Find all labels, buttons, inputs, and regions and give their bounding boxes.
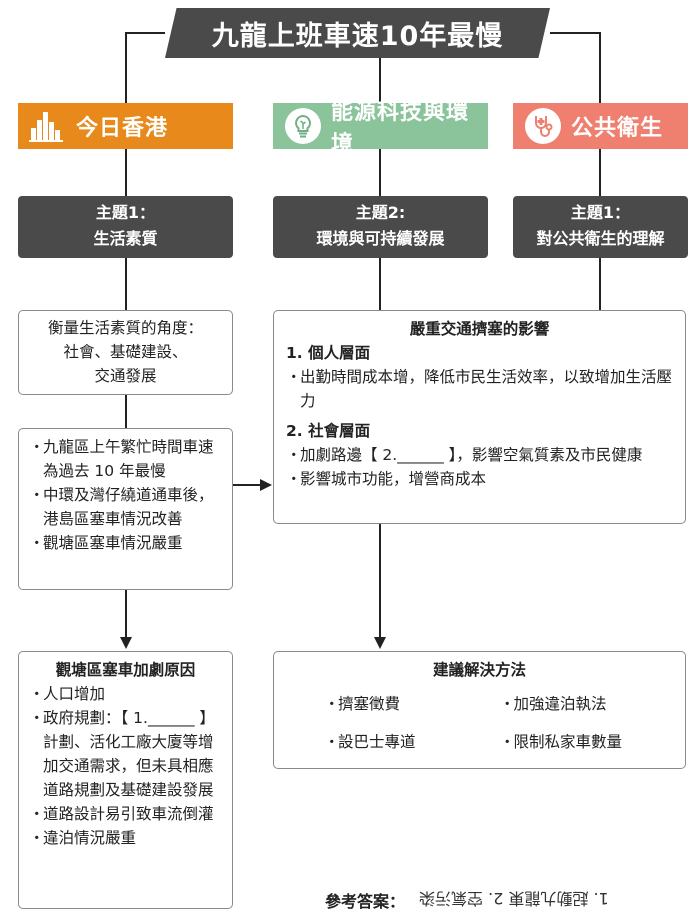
bullet-mark: ・ <box>324 695 340 713</box>
arrow-head-down <box>120 637 132 649</box>
angle-line: 社會、基礎建設、 <box>63 343 188 361</box>
quality-of-life-angle-box: 衡量生活素質的角度： 社會、基礎建設、 交通發展 <box>18 310 233 395</box>
theme-box-public-health: 主題1： 對公共衛生的理解 <box>513 196 688 258</box>
stethoscope-icon <box>525 108 561 144</box>
connector-line <box>125 32 165 34</box>
bullet-mark: ・ <box>324 733 340 751</box>
theme-title: 環境與可持續發展 <box>316 229 445 248</box>
arrow-line <box>233 484 261 486</box>
connector-line <box>599 32 601 103</box>
list-item: ・ 違泊情況嚴重 <box>29 826 222 850</box>
theme-title: 對公共衛生的理解 <box>536 229 665 248</box>
connector-line <box>125 395 127 428</box>
bullet-mark: ・ <box>29 829 45 847</box>
connector-line <box>125 32 127 103</box>
category-header-energy-environment: 能源科技與環境 <box>273 100 488 157</box>
theme-number: 主題2: <box>355 203 406 222</box>
connector-line <box>599 149 601 196</box>
page-title: 九龍上班車速10年最慢 <box>165 8 550 58</box>
connector-line <box>379 258 381 310</box>
bullet-mark: ・ <box>286 368 302 386</box>
traffic-facts-box: ・ 九龍區上午繁忙時間車速為過去 10 年最慢 ・ 中環及灣仔繞道通車後，港島區… <box>18 428 233 590</box>
connector-line <box>125 149 127 196</box>
bullet-mark: ・ <box>29 438 45 456</box>
impact-section-title: 2. 社會層面 <box>286 422 371 440</box>
impact-section-title: 1. 個人層面 <box>286 344 371 362</box>
arrow-head-right <box>260 479 272 491</box>
connector-line <box>379 58 381 103</box>
bullet-mark: ・ <box>29 709 45 727</box>
list-item: ・ 人口增加 <box>29 682 222 706</box>
list-item: ・ 觀塘區塞車情況嚴重 <box>29 531 222 555</box>
category-label: 公共衛生 <box>571 116 664 141</box>
category-label: 今日香港 <box>76 116 169 141</box>
list-item: ・ 影響城市功能，增營商成本 <box>286 467 673 491</box>
solutions-title: 建議解決方法 <box>432 661 526 679</box>
lightbulb-icon <box>285 108 321 144</box>
bullet-mark: ・ <box>29 534 45 552</box>
list-item: ・ 設巴士專道 <box>324 730 500 754</box>
list-item: ・ 出勤時間成本增，降低市民生活效率，以致增加生活壓力 <box>286 365 673 413</box>
bullet-mark: ・ <box>29 685 45 703</box>
solutions-grid: ・ 擠塞徵費 ・ 加強違泊執法 ・ 設巴士專道 ・ 限制私家車數量 <box>284 692 675 754</box>
list-item: ・ 政府規劃：【 1.______ 】計劃、活化工廠大廈等增加交通需求，但未具相… <box>29 706 222 802</box>
category-header-hong-kong: 今日香港 <box>18 103 233 149</box>
list-item: ・ 加劇路邊【 2.______ 】，影響空氣質素及市民健康 <box>286 443 673 467</box>
angle-line: 衡量生活素質的角度： <box>47 319 203 337</box>
theme-title: 生活素質 <box>93 229 158 248</box>
city-skyline-icon <box>28 108 64 144</box>
theme-box-quality-of-life: 主題1： 生活素質 <box>18 196 233 258</box>
list-item: ・ 九龍區上午繁忙時間車速為過去 10 年最慢 <box>29 435 222 483</box>
theme-box-environment: 主題2: 環境與可持續發展 <box>273 196 488 258</box>
connector-line <box>379 149 381 196</box>
bullet-mark: ・ <box>286 470 302 488</box>
list-item: ・ 擠塞徵費 <box>324 692 500 716</box>
bullet-mark: ・ <box>499 733 516 751</box>
connector-line <box>125 258 127 310</box>
bullet-mark: ・ <box>29 805 45 823</box>
answer-label: 參考答案： <box>325 892 406 911</box>
congestion-impact-box: 嚴重交通擠塞的影響 1. 個人層面 ・ 出勤時間成本增，降低市民生活效率，以致增… <box>273 310 686 524</box>
category-header-public-health: 公共衛生 <box>513 103 688 149</box>
list-item: ・ 加強違泊執法 <box>500 692 676 716</box>
theme-number: 主題1： <box>95 203 156 222</box>
bullet-mark: ・ <box>29 486 45 504</box>
list-item: ・ 限制私家車數量 <box>500 730 676 754</box>
connector-line <box>550 32 600 34</box>
bullet-mark: ・ <box>499 695 516 713</box>
reference-answer: 參考答案： 1. 起動九龍東 2. 空氣污染 <box>325 886 695 914</box>
bullet-mark: ・ <box>286 446 302 464</box>
congestion-causes-box: 觀塘區塞車加劇原因 ・ 人口增加 ・ 政府規劃：【 1.______ 】計劃、活… <box>18 651 233 909</box>
theme-number: 主題1： <box>570 203 631 222</box>
list-item: ・ 中環及灣仔繞道通車後，港島區塞車情況改善 <box>29 483 222 531</box>
list-item: ・ 道路設計易引致車流倒灌 <box>29 802 222 826</box>
answer-text-inverted: 1. 起動九龍東 2. 空氣污染 <box>419 889 609 908</box>
arrow-line <box>379 524 381 638</box>
impact-title: 嚴重交通擠塞的影響 <box>409 320 550 338</box>
connector-line <box>599 258 601 310</box>
arrow-line <box>125 590 127 638</box>
angle-line: 交通發展 <box>94 367 157 385</box>
suggested-solutions-box: 建議解決方法 ・ 擠塞徵費 ・ 加強違泊執法 ・ 設巴士專道 ・ 限制私家車數量 <box>273 651 686 769</box>
arrow-head-down <box>374 637 386 649</box>
category-label: 能源科技與環境 <box>331 100 470 157</box>
causes-title: 觀塘區塞車加劇原因 <box>55 661 196 679</box>
